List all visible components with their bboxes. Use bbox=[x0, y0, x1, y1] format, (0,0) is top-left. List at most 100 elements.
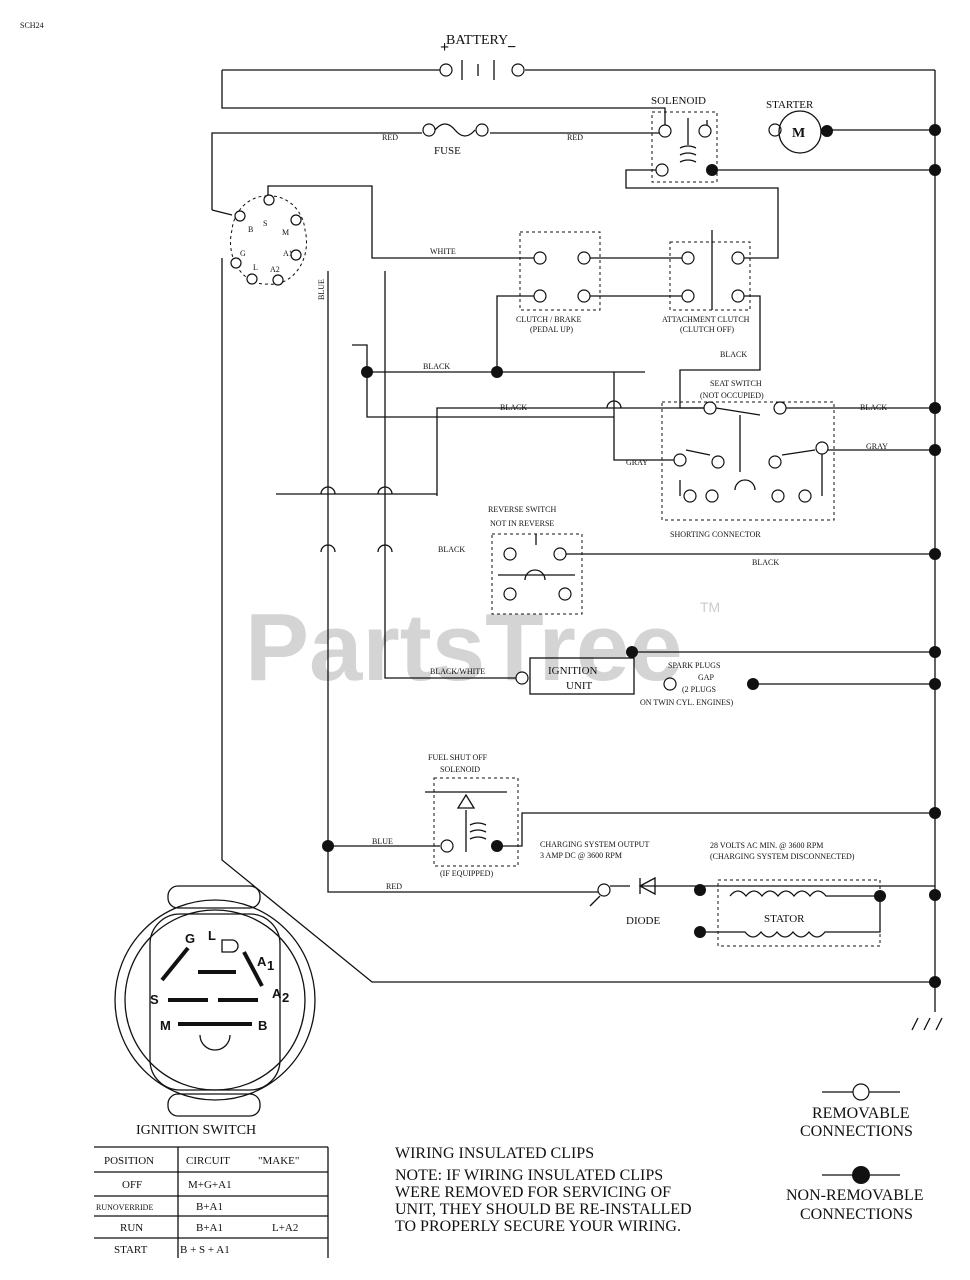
watermark: PartsTree bbox=[245, 594, 683, 701]
starter-label: STARTER bbox=[766, 99, 814, 111]
attachment-clutch-switch: ATTACHMENT CLUTCH (CLUTCH OFF) bbox=[662, 230, 751, 334]
note-title: WIRING INSULATED CLIPS bbox=[395, 1145, 594, 1162]
fuel-solenoid-line1: FUEL SHUT OFF bbox=[428, 753, 488, 762]
note-line: TO PROPERLY SECURE YOUR WIRING. bbox=[395, 1218, 681, 1235]
spark-plugs-line2: GAP bbox=[698, 673, 715, 682]
wire-label-blue-vertical: BLUE bbox=[317, 279, 326, 300]
stator-spec-line1: 28 VOLTS AC MIN. @ 3600 RPM bbox=[710, 841, 823, 850]
watermark-tm: TM bbox=[700, 599, 720, 615]
junction-dot bbox=[929, 807, 941, 819]
seat-switch-label: SEAT SWITCH bbox=[710, 379, 762, 388]
table-row-make: L+A2 bbox=[272, 1222, 298, 1234]
terminal-a1: A1 bbox=[283, 249, 293, 258]
wire-label-black-white: BLACK/WHITE bbox=[430, 667, 485, 676]
wire-label-gray: GRAY bbox=[866, 442, 888, 451]
terminal-s: S bbox=[263, 219, 267, 228]
terminal-b: B bbox=[248, 225, 253, 234]
junction-dot bbox=[694, 926, 706, 938]
ignition-connector: B S M G L A1 A2 bbox=[230, 194, 307, 286]
attachment-clutch-label: ATTACHMENT CLUTCH bbox=[662, 315, 750, 324]
table-row-position: OFF bbox=[122, 1179, 142, 1191]
clutch-brake-sub: (PEDAL UP) bbox=[530, 325, 573, 334]
battery-label: BATTERY bbox=[446, 33, 508, 48]
solenoid: SOLENOID bbox=[651, 95, 718, 183]
junction-dots bbox=[322, 124, 941, 988]
stator-spec-line2: (CHARGING SYSTEM DISCONNECTED) bbox=[710, 852, 855, 861]
starter: M STARTER bbox=[766, 99, 833, 154]
wire-label-red: RED bbox=[386, 882, 402, 891]
clutch-brake-switch: CLUTCH / BRAKE (PEDAL UP) bbox=[516, 231, 601, 334]
table-row-circuit: B+A1 bbox=[196, 1222, 223, 1234]
wire-label-black: BLACK bbox=[752, 558, 779, 567]
non-removable-connection-icon bbox=[852, 1166, 870, 1184]
table-header-circuit: CIRCUIT bbox=[186, 1155, 230, 1167]
junction-dot bbox=[491, 366, 503, 378]
charging-system: CHARGING SYSTEM OUTPUT 3 AMP DC @ 3600 R… bbox=[540, 840, 881, 947]
switch-pin-s: S bbox=[150, 992, 159, 1007]
ignition-switch-table: POSITION CIRCUIT "MAKE" OFF M+G+A1 RUNOV… bbox=[94, 1146, 329, 1258]
charging-output-line1: CHARGING SYSTEM OUTPUT bbox=[540, 840, 649, 849]
note-line: UNIT, THEY SHOULD BE RE-INSTALLED bbox=[395, 1201, 692, 1218]
table-header-position: POSITION bbox=[104, 1155, 154, 1167]
ignition-switch-detail: G L A 1 S A 2 M B IGNITION SWITCH bbox=[114, 885, 316, 1138]
connection-legend: REMOVABLE CONNECTIONS NON-REMOVABLE CONN… bbox=[786, 1083, 923, 1223]
clutch-brake-label: CLUTCH / BRAKE bbox=[516, 315, 581, 324]
reverse-switch: REVERSE SWITCH NOT IN REVERSE bbox=[488, 505, 583, 615]
battery: + − BATTERY bbox=[439, 33, 525, 80]
wire-label-black: BLACK bbox=[860, 403, 887, 412]
schematic-code: SCH24 bbox=[20, 21, 44, 30]
solenoid-label: SOLENOID bbox=[651, 95, 706, 107]
junction-dot bbox=[929, 402, 941, 414]
legend-non-removable-line2: CONNECTIONS bbox=[800, 1206, 913, 1223]
shorting-connector-label: SHORTING CONNECTOR bbox=[670, 530, 761, 539]
switch-pin-l: L bbox=[208, 928, 216, 943]
wire-label-gray: GRAY bbox=[626, 458, 648, 467]
junction-dot bbox=[929, 164, 941, 176]
junction-dot bbox=[361, 366, 373, 378]
seat-switch-sub: (NOT OCCUPIED) bbox=[700, 391, 764, 400]
table-row-position: START bbox=[114, 1244, 148, 1256]
battery-minus-icon: − bbox=[507, 39, 516, 56]
note-line: WERE REMOVED FOR SERVICING OF bbox=[395, 1184, 671, 1201]
junction-dot bbox=[626, 646, 638, 658]
starter-motor-icon: M bbox=[792, 126, 805, 141]
terminal-l: L bbox=[253, 263, 258, 272]
fuel-solenoid-line2: SOLENOID bbox=[440, 765, 480, 774]
junction-dot bbox=[929, 548, 941, 560]
table-row-position: RUN bbox=[120, 1222, 143, 1234]
ignition-unit-line2: UNIT bbox=[566, 680, 593, 692]
note-line: NOTE: IF WIRING INSULATED CLIPS bbox=[395, 1167, 663, 1184]
table-row-circuit: B+A1 bbox=[196, 1201, 223, 1213]
terminal-g: G bbox=[240, 249, 246, 258]
wire-label-white: WHITE bbox=[430, 247, 456, 256]
legend-non-removable-line1: NON-REMOVABLE bbox=[786, 1187, 923, 1204]
ignition-switch-title: IGNITION SWITCH bbox=[136, 1123, 256, 1138]
wire-label-black: BLACK bbox=[423, 362, 450, 371]
wires bbox=[211, 69, 943, 1031]
fuel-solenoid-sub: (IF EQUIPPED) bbox=[440, 869, 493, 878]
wire-label-black: BLACK bbox=[500, 403, 527, 412]
terminal-a2: A2 bbox=[270, 265, 280, 274]
seat-switch: SEAT SWITCH (NOT OCCUPIED) SHORTING CONN… bbox=[661, 379, 835, 539]
junction-dot bbox=[747, 678, 759, 690]
spark-plugs-line1: SPARK PLUGS bbox=[668, 661, 720, 670]
legend-removable-line2: CONNECTIONS bbox=[800, 1123, 913, 1140]
table-row-position: RUNOVERRIDE bbox=[96, 1203, 153, 1212]
removable-connection-icon bbox=[852, 1083, 870, 1101]
table-header-make: "MAKE" bbox=[258, 1155, 299, 1167]
switch-pin-g: G bbox=[185, 931, 195, 946]
switch-pin-a2-sub: 2 bbox=[282, 990, 289, 1005]
table-row-circuit: M+G+A1 bbox=[188, 1179, 232, 1191]
legend-removable-line1: REMOVABLE bbox=[812, 1105, 910, 1122]
fuse: FUSE bbox=[422, 123, 489, 157]
wire-label-black: BLACK bbox=[720, 350, 747, 359]
ignition-unit-line1: IGNITION bbox=[548, 665, 598, 677]
attachment-clutch-sub: (CLUTCH OFF) bbox=[680, 325, 734, 334]
junction-dot bbox=[929, 444, 941, 456]
spark-plugs-line4: ON TWIN CYL. ENGINES) bbox=[640, 698, 734, 707]
junction-dot bbox=[929, 976, 941, 988]
junction-dot bbox=[929, 646, 941, 658]
switch-pin-a1: A bbox=[257, 954, 267, 969]
battery-plus-icon: + bbox=[440, 39, 449, 56]
junction-dot bbox=[929, 124, 941, 136]
